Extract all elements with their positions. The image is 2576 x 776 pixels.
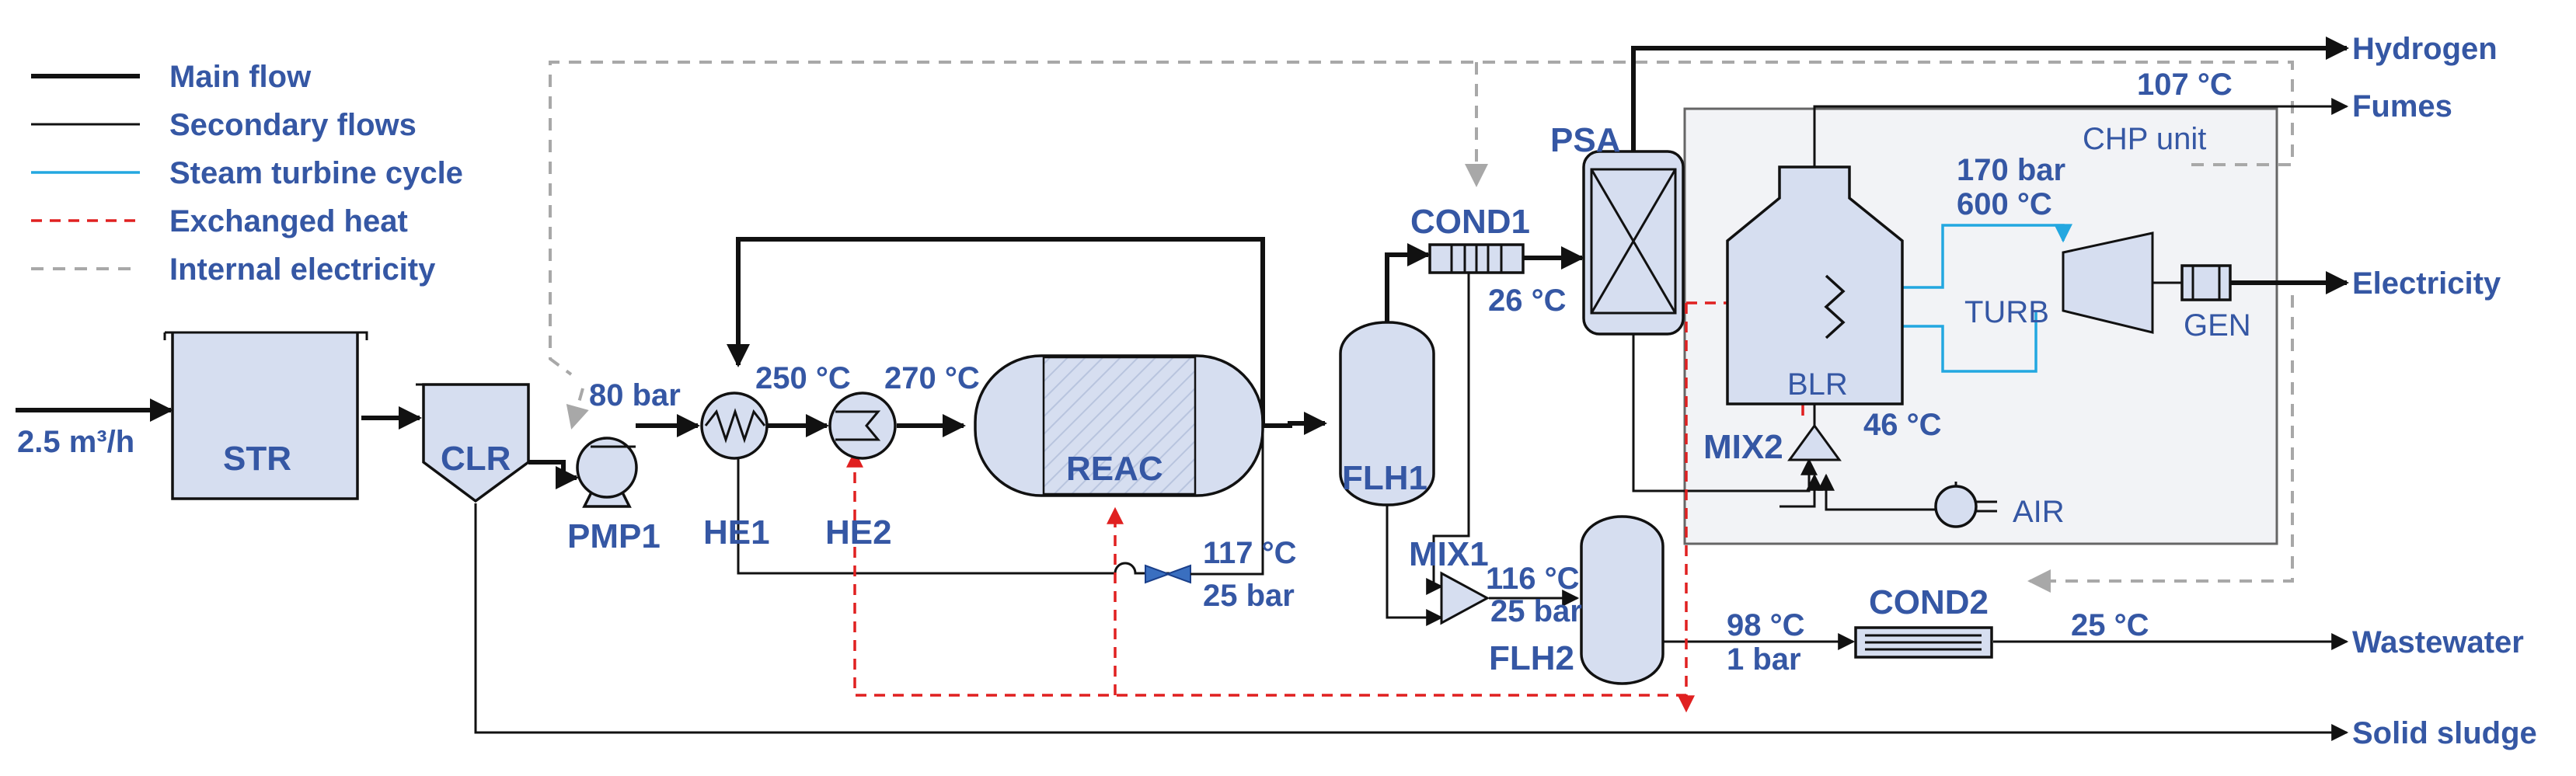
fumes-output-label: Fumes (2352, 89, 2452, 124)
air-blower-casing (1934, 485, 1978, 528)
gen-body (2180, 264, 2232, 301)
flh1-to-mix1-line (1386, 505, 1444, 626)
blr-coil-icon (1824, 274, 1846, 339)
mix1-mixer (1440, 571, 1490, 625)
flh2-label: FLH2 (1489, 639, 1574, 677)
turb-turbine (2062, 231, 2154, 334)
pump-pressure-label: 80 bar (589, 378, 681, 412)
he1-exchanger (700, 391, 769, 460)
psa-cross-b (1590, 169, 1677, 314)
electricity-line-pump (549, 61, 2294, 376)
legend-main-flow: Main flow (169, 60, 312, 94)
psa-bed (1590, 168, 1677, 315)
he2-shell (828, 391, 897, 460)
he1-shell (700, 391, 769, 460)
he2-label: HE2 (825, 513, 892, 552)
steam-temp-label: 600 °C (1957, 187, 2052, 221)
flh1-label: FLH1 (1342, 459, 1427, 497)
str-tank (163, 331, 368, 500)
chp-unit-label: CHP unit (2083, 122, 2206, 156)
reac-label: REAC (1066, 450, 1163, 488)
valve-left-icon (1145, 564, 1171, 584)
hydrogen-output-label: Hydrogen (2352, 32, 2498, 66)
reac-reactor (974, 354, 1264, 497)
legend-internal-electricity: Internal electricity (169, 252, 436, 287)
blr-shell (1726, 165, 1904, 405)
clr-clarifier (422, 383, 530, 503)
heat-to-he2-line (846, 303, 1688, 697)
air-blower (1934, 482, 1997, 528)
legend-steam-turbine-cycle: Steam turbine cycle (169, 156, 463, 190)
solid-sludge-line (474, 503, 2349, 741)
str-label: STR (223, 440, 291, 478)
reac-to-flh1-line (1263, 412, 1327, 435)
flh2-out-temp-label: 98 °C (1727, 608, 1805, 642)
he2-coil-icon (835, 410, 881, 441)
legend: Main flow Secondary flows Steam turbine … (31, 60, 463, 287)
mix2-temp-label: 46 °C (1863, 408, 1942, 442)
reac-catalyst-bed (1042, 356, 1197, 496)
bypass-temp-label: 117 °C (1203, 536, 1297, 570)
pmp1-label: PMP1 (567, 517, 661, 555)
fumes-line (1813, 98, 2349, 167)
turb-label: TURB (1964, 295, 2049, 329)
he1-coil-icon (704, 408, 766, 444)
flh1-to-cond1-line (1385, 243, 1431, 322)
hydrogen-line (1631, 37, 2349, 151)
solid-sludge-output-label: Solid sludge (2352, 716, 2537, 750)
clr-to-pump-line (528, 460, 579, 489)
valve-outlet-line (1190, 426, 1264, 576)
electricity-arrow-pump (566, 388, 589, 430)
gen-generator (2174, 264, 2232, 301)
cond1-to-mix1-line (1426, 270, 1470, 595)
condensate-return-line (1853, 311, 2037, 373)
mix1-pressure-label: 25 bar (1490, 594, 1582, 628)
cond2-temp-label: 25 °C (2071, 608, 2149, 642)
cond2-condenser (1854, 626, 1993, 659)
pmp1-pump (576, 437, 638, 508)
mix2-label: MIX2 (1703, 428, 1783, 466)
air-to-mix2-line (1818, 473, 1935, 511)
steam-to-turb-line (1848, 224, 2072, 289)
steam-pressure-label: 170 bar (1957, 153, 2065, 187)
mix2-mixer (1787, 423, 1842, 461)
flh2-gas-to-mix2-line (1779, 473, 1823, 508)
valve-right-icon (1165, 564, 1191, 584)
flh2-flash-drum (1580, 515, 1664, 685)
psa-label: PSA (1550, 121, 1620, 159)
psa-column (1582, 150, 1685, 336)
gen-label: GEN (2184, 308, 2251, 343)
electricity-output-label: Electricity (2352, 266, 2501, 301)
cond1-temp-label: 26 °C (1488, 284, 1567, 318)
air-label: AIR (2013, 495, 2065, 529)
blr-boiler (1726, 165, 1904, 405)
bypass-pressure-label: 25 bar (1203, 579, 1295, 613)
str-tank-lid (163, 331, 368, 340)
clr-label: CLR (441, 440, 511, 478)
flh2-out-pressure-label: 1 bar (1727, 642, 1801, 677)
cond1-label: COND1 (1410, 203, 1530, 241)
reac-recycle-line (727, 237, 1265, 426)
wastewater-output-label: Wastewater (2352, 625, 2524, 659)
fumes-temp-label: 107 °C (2137, 68, 2233, 102)
he2-exchanger (828, 391, 897, 460)
he1-label: HE1 (703, 513, 770, 552)
pump-casing (576, 437, 638, 499)
cond1-condenser (1428, 243, 1525, 274)
legend-secondary-flows: Secondary flows (169, 108, 417, 142)
blr-label: BLR (1787, 367, 1848, 402)
str-tank-body (171, 332, 359, 500)
he2-temp-label: 270 °C (884, 361, 980, 395)
mix1-temp-label: 116 °C (1486, 562, 1580, 596)
legend-exchanged-heat: Exchanged heat (169, 204, 408, 238)
feed-flow-label: 2.5 m³/h (17, 425, 134, 459)
flh1-flash-drum (1339, 321, 1435, 506)
cond2-label: COND2 (1869, 583, 1989, 621)
he1-temp-label: 250 °C (755, 361, 851, 395)
electricity-line-cond2 (2027, 295, 2294, 593)
mix1-label: MIX1 (1409, 535, 1489, 573)
